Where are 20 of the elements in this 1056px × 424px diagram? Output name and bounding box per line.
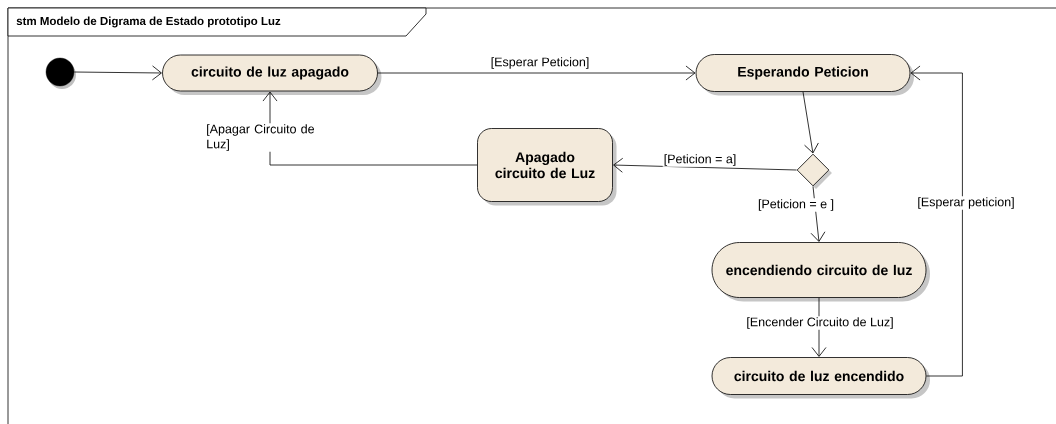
edge-label: [Esperar Peticion]	[489, 56, 591, 70]
arrow	[802, 91, 819, 154]
arrow	[73, 65, 162, 81]
frame-title-tab: stm Modelo de Digrama de Estado prototipo Luz	[7, 7, 427, 37]
state-box: Apagado circuito de Luz	[477, 128, 617, 206]
state-box: encendiendo circuito de luz	[711, 242, 930, 302]
state-box: circuito de luz apagado	[162, 54, 382, 95]
edge-label: [Apagar Circuito de Luz]	[205, 123, 320, 152]
state-box: Esperando Peticion	[695, 54, 914, 96]
decision-diamond	[796, 153, 832, 189]
initial-state	[45, 57, 76, 89]
arrow	[262, 91, 478, 166]
edge-label: [Encender Circuito de Luz]	[745, 316, 895, 330]
edge-label: [Peticion = e ]	[756, 198, 836, 212]
state-box: circuito de luz encendido	[711, 357, 930, 399]
arrow	[910, 65, 963, 377]
arrow	[613, 157, 797, 173]
edge-label: [Peticion = a]	[662, 153, 738, 167]
arrow	[377, 65, 696, 81]
edge-label: [Esperar peticion]	[916, 196, 1016, 210]
